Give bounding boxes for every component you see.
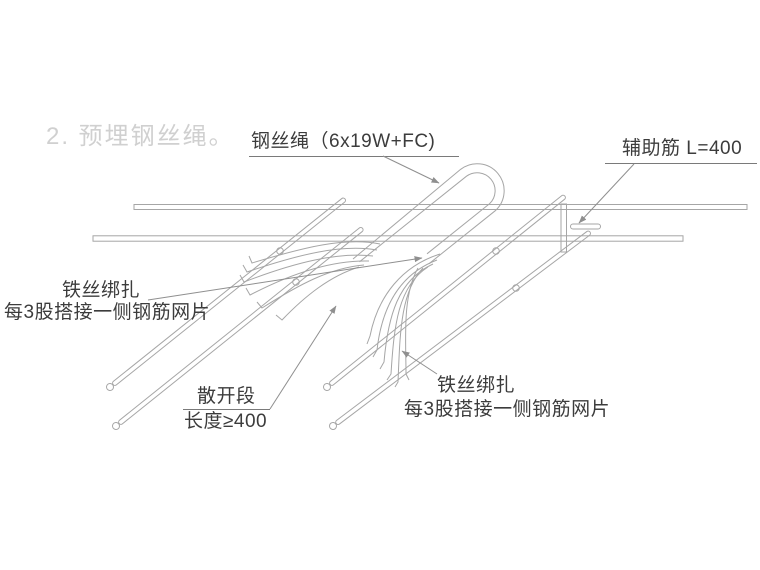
horizontal-rebar-bottom (92, 235, 684, 242)
label-tie-wire-right-line1: 铁丝绑扎 (437, 375, 516, 396)
label-tie-wire-left-line1: 铁丝绑扎 (62, 280, 141, 301)
label-spread-segment-line2: 长度≥400 (184, 411, 268, 432)
splayed-strands-left (239, 241, 381, 321)
label-tie-wire-left-line2: 每3股搭接一侧钢筋网片 (4, 302, 211, 323)
aux-bar-vertical (560, 203, 567, 253)
leader-lines (147, 155, 635, 410)
label-spread-segment-line1: 散开段 (197, 386, 256, 407)
aux-bar-stub (570, 223, 601, 230)
label-wire-rope: 钢丝绳（6x19W+FC) (251, 131, 436, 152)
mesh-diagonal-bars (106, 194, 591, 430)
label-aux-bar: 辅助筋 L=400 (622, 138, 743, 159)
label-underlines (183, 156, 757, 410)
splayed-strands-right (366, 253, 441, 388)
drawing-title: 2. 预埋钢丝绳。 (46, 123, 235, 150)
horizontal-rebar-top (133, 204, 748, 210)
label-tie-wire-right-line2: 每3股搭接一侧钢筋网片 (404, 399, 611, 420)
wire-rope-loop (352, 163, 505, 265)
